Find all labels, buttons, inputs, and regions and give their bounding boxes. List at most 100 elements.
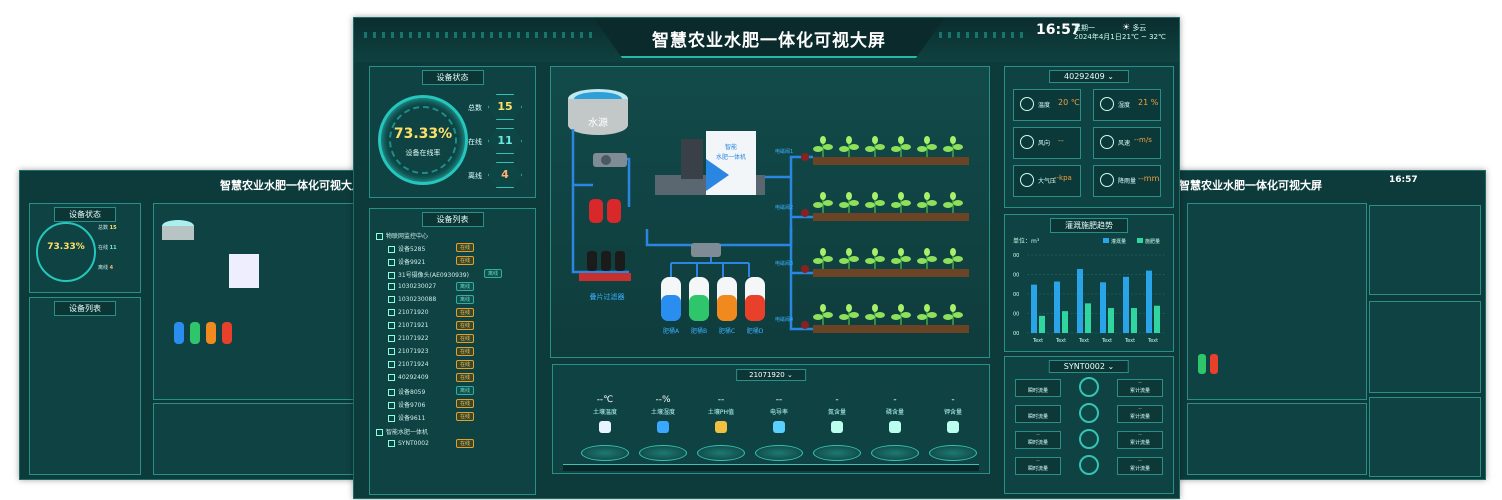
sensor-pedestal <box>929 445 977 461</box>
checkbox-icon[interactable] <box>388 322 395 329</box>
weather-value: --kpa <box>1054 174 1072 182</box>
x-tick-label: Text <box>1032 338 1043 344</box>
device-group-fertigation[interactable]: 智能水肥一体机 <box>376 427 428 436</box>
plant-leaf-icon <box>875 200 885 206</box>
valve-status-icon[interactable] <box>1079 429 1099 449</box>
weather-cell: 风向-- <box>1013 127 1081 159</box>
fertilizer-level-icon <box>661 295 681 321</box>
plant-leaf-icon <box>813 314 823 320</box>
device-item[interactable]: 设备9611 在线 <box>388 412 475 422</box>
checkbox-icon[interactable] <box>388 246 395 253</box>
bar-灌溉量 <box>1054 281 1060 333</box>
left-water-tank-icon <box>162 226 194 240</box>
checkbox-icon[interactable] <box>388 272 395 279</box>
checkbox-icon[interactable] <box>388 361 395 368</box>
legend-label: 施肥量 <box>1145 238 1160 245</box>
right-tank-d-icon <box>1210 354 1218 374</box>
left-device-status-panel: 设备状态 73.33% 总数 15 在线 11 离线 4 <box>29 203 141 293</box>
stat-online-label: 在线 <box>468 138 482 146</box>
plant-leaf-icon <box>839 258 849 264</box>
plant-leaf-icon <box>891 146 901 152</box>
left-tank-d-icon <box>222 322 232 344</box>
sensor-icon <box>599 421 611 433</box>
sensor-device-select[interactable]: 21071920 ⌄ <box>736 369 806 381</box>
chevron-down-icon: ⌄ <box>787 371 793 379</box>
checkbox-icon[interactable] <box>388 415 395 422</box>
checkbox-icon[interactable] <box>388 283 395 290</box>
weather-device-select[interactable]: 40292409 ⌄ <box>1049 70 1129 83</box>
plant-leaf-icon <box>813 146 823 152</box>
plant-leaf-icon <box>865 314 875 320</box>
sensor-pedestal <box>871 445 919 461</box>
checkbox-icon[interactable] <box>376 233 383 240</box>
controller-label: 瞬时流量 <box>1027 388 1048 394</box>
right-sensor-panel <box>1187 403 1367 475</box>
checkbox-icon[interactable] <box>388 259 395 266</box>
valve-status-icon[interactable] <box>1079 455 1099 475</box>
valve-status-icon[interactable] <box>1079 377 1099 397</box>
right-scene-svg <box>1198 354 1218 374</box>
clock-time: 16:57 <box>1036 22 1081 38</box>
controller-device-select[interactable]: SYNT0002 ⌄ <box>1048 360 1130 373</box>
controller-label: 瞬时流量 <box>1027 414 1048 420</box>
sensor-name: 土壤湿度 <box>650 409 675 416</box>
stat-offline-value: 4 <box>488 162 522 188</box>
checkbox-icon[interactable] <box>388 296 395 303</box>
checkbox-icon[interactable] <box>388 309 395 316</box>
weather-label: 湿度 <box>1118 102 1131 109</box>
left-scene-svg <box>162 220 259 344</box>
valve-status-icon[interactable] <box>1079 403 1099 423</box>
weather-label: 风向 <box>1038 140 1051 147</box>
plant-leaf-icon <box>927 144 937 150</box>
temp-range-text: 21℃ ~ 32℃ <box>1122 33 1166 41</box>
bar-灌溉量 <box>1077 269 1083 333</box>
soil-bed <box>813 269 969 277</box>
checkbox-icon[interactable] <box>376 429 383 436</box>
checkbox-icon[interactable] <box>388 402 395 409</box>
controller-left-cell: --瞬时流量 <box>1015 457 1061 475</box>
plant-leaf-icon <box>839 314 849 320</box>
y-tick-label: 00 <box>1013 273 1019 279</box>
bar-施肥量 <box>1062 311 1068 333</box>
machine-label: 智能 <box>725 143 737 151</box>
plant-bud-icon <box>898 192 904 200</box>
checkbox-icon[interactable] <box>388 348 395 355</box>
legend-swatch <box>1137 238 1143 243</box>
checkbox-icon[interactable] <box>388 335 395 342</box>
disc-filter-3-icon <box>615 251 625 271</box>
status-badge: 在线 <box>456 412 475 421</box>
device-item[interactable]: 31号摄像头(AE0930939)离线 <box>388 269 503 279</box>
checkbox-icon[interactable] <box>388 440 395 447</box>
x-tick-label: Text <box>1078 338 1089 344</box>
plant-bud-icon <box>950 192 956 200</box>
disc-filter-2-icon <box>601 251 611 271</box>
device-group-iot[interactable]: 物联网监控中心 <box>376 231 428 240</box>
device-name: 设备9611 <box>398 415 426 422</box>
plant-leaf-icon <box>823 256 833 262</box>
checkbox-icon[interactable] <box>388 374 395 381</box>
plant-bud-icon <box>846 136 852 144</box>
plant-leaf-icon <box>839 146 849 152</box>
device-name: 31号摄像头(AE0930939) <box>398 272 469 279</box>
sensor-value: - <box>951 395 955 405</box>
plant-bud-icon <box>950 248 956 256</box>
checkbox-icon[interactable] <box>388 389 395 396</box>
online-rate-gauge: 73.33% 设备在线率 <box>378 95 468 185</box>
right-weather-panel <box>1369 205 1481 295</box>
sensor-value: --% <box>655 395 671 405</box>
plant-leaf-icon <box>823 144 833 150</box>
